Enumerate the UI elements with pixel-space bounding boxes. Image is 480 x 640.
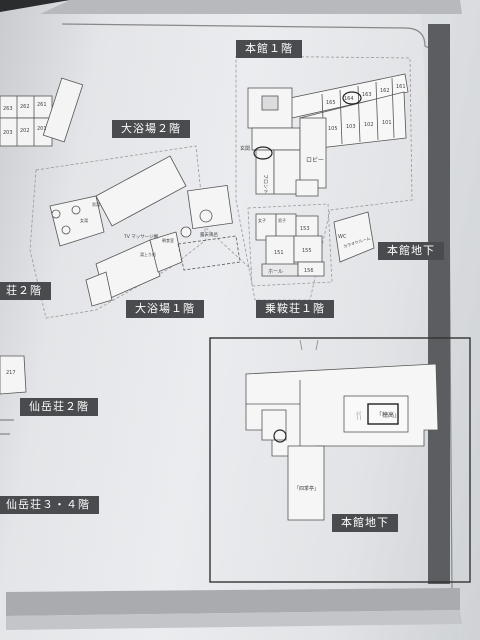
bottom-band xyxy=(6,588,460,616)
circled-front-mark xyxy=(253,146,273,160)
circled-room-mark xyxy=(342,91,362,105)
room-161: 161 xyxy=(396,84,406,90)
rest-area-label: 湯上り処 xyxy=(140,251,156,257)
wc-label: WC xyxy=(338,234,347,240)
label-daiyokujo-2f: 大浴場２階 xyxy=(112,120,190,138)
room-155: 155 xyxy=(302,248,312,254)
massage-label: TV マッサージ機 xyxy=(123,233,159,240)
cutlery-icon: 🍴 xyxy=(354,410,364,420)
honkan-room-strip xyxy=(289,73,409,151)
label-jokuraso-2f: 荘２階 xyxy=(0,282,51,300)
room-165: 165 xyxy=(326,100,336,106)
entrance-label: 玄関 xyxy=(240,145,250,152)
men-label: 男子 xyxy=(278,217,286,223)
basement-inset-frame xyxy=(209,337,471,583)
room-202: 202 xyxy=(20,128,30,134)
label-daiyokujo-1f: 大浴場１階 xyxy=(126,300,204,318)
dining-room-label: 朝食室 xyxy=(162,237,174,243)
label-honkan-b1: 本館地下 xyxy=(378,242,444,260)
basement-building xyxy=(245,363,439,521)
label-sengakuso-34f: 仙岳荘３・４階 xyxy=(0,496,99,514)
room-163: 163 xyxy=(362,92,372,98)
room-217: 217 xyxy=(6,370,16,376)
room-263: 263 xyxy=(3,106,13,112)
bath-2f-building xyxy=(49,155,187,247)
honkan-core xyxy=(247,87,327,197)
bath-area-outline xyxy=(29,145,207,319)
room-105: 105 xyxy=(328,126,338,132)
background-corner xyxy=(0,0,70,12)
room-201: 201 xyxy=(37,126,47,132)
bottom-band-2 xyxy=(6,610,462,630)
open-bath-label: 露天風呂 xyxy=(200,232,218,238)
room-156: 156 xyxy=(304,268,314,274)
room-101: 101 xyxy=(382,120,392,126)
page-frame xyxy=(61,23,453,593)
label-sengakuso-2f: 仙岳荘２階 xyxy=(20,398,98,416)
jokuraso-rooms xyxy=(255,213,325,277)
stair-marks xyxy=(299,339,319,351)
hall-label: ホール xyxy=(268,269,283,275)
room-153: 153 xyxy=(300,226,310,232)
karaoke-room xyxy=(333,211,375,263)
women-label: 女子 xyxy=(258,217,266,223)
bath-m-label: 男湯 xyxy=(92,201,100,207)
restaurant-box xyxy=(367,403,399,425)
room-262: 262 xyxy=(20,104,30,110)
bath-1f-building xyxy=(85,184,241,307)
room-162: 162 xyxy=(380,88,390,94)
room-164: 164 xyxy=(344,96,354,102)
corridor-link xyxy=(205,227,253,271)
honkan-1f-outline xyxy=(235,55,413,301)
label-honkan-1f: 本館１階 xyxy=(236,40,302,58)
bath-f-label: 女湯 xyxy=(80,217,88,223)
room-203: 203 xyxy=(3,130,13,136)
left-rooms-block xyxy=(0,77,84,147)
label-jokuraso-1f: 乗鞍荘１階 xyxy=(256,300,334,318)
sengakuso-2f-partial xyxy=(0,355,27,395)
restaurant-label: 「穂高」 xyxy=(376,411,400,419)
front-label: フロント xyxy=(262,174,268,194)
room-261: 261 xyxy=(37,102,47,108)
top-band xyxy=(40,0,462,14)
right-grey-strip xyxy=(428,24,450,584)
room-103: 103 xyxy=(346,124,356,130)
room-102: 102 xyxy=(364,122,374,128)
dining-label: 「四季亭」 xyxy=(294,485,319,492)
label-honkan-b1-inset: 本館地下 xyxy=(332,514,398,532)
lobby-label: ロビー xyxy=(306,156,324,164)
circled-basement-mark xyxy=(273,429,287,443)
room-151: 151 xyxy=(274,250,284,256)
